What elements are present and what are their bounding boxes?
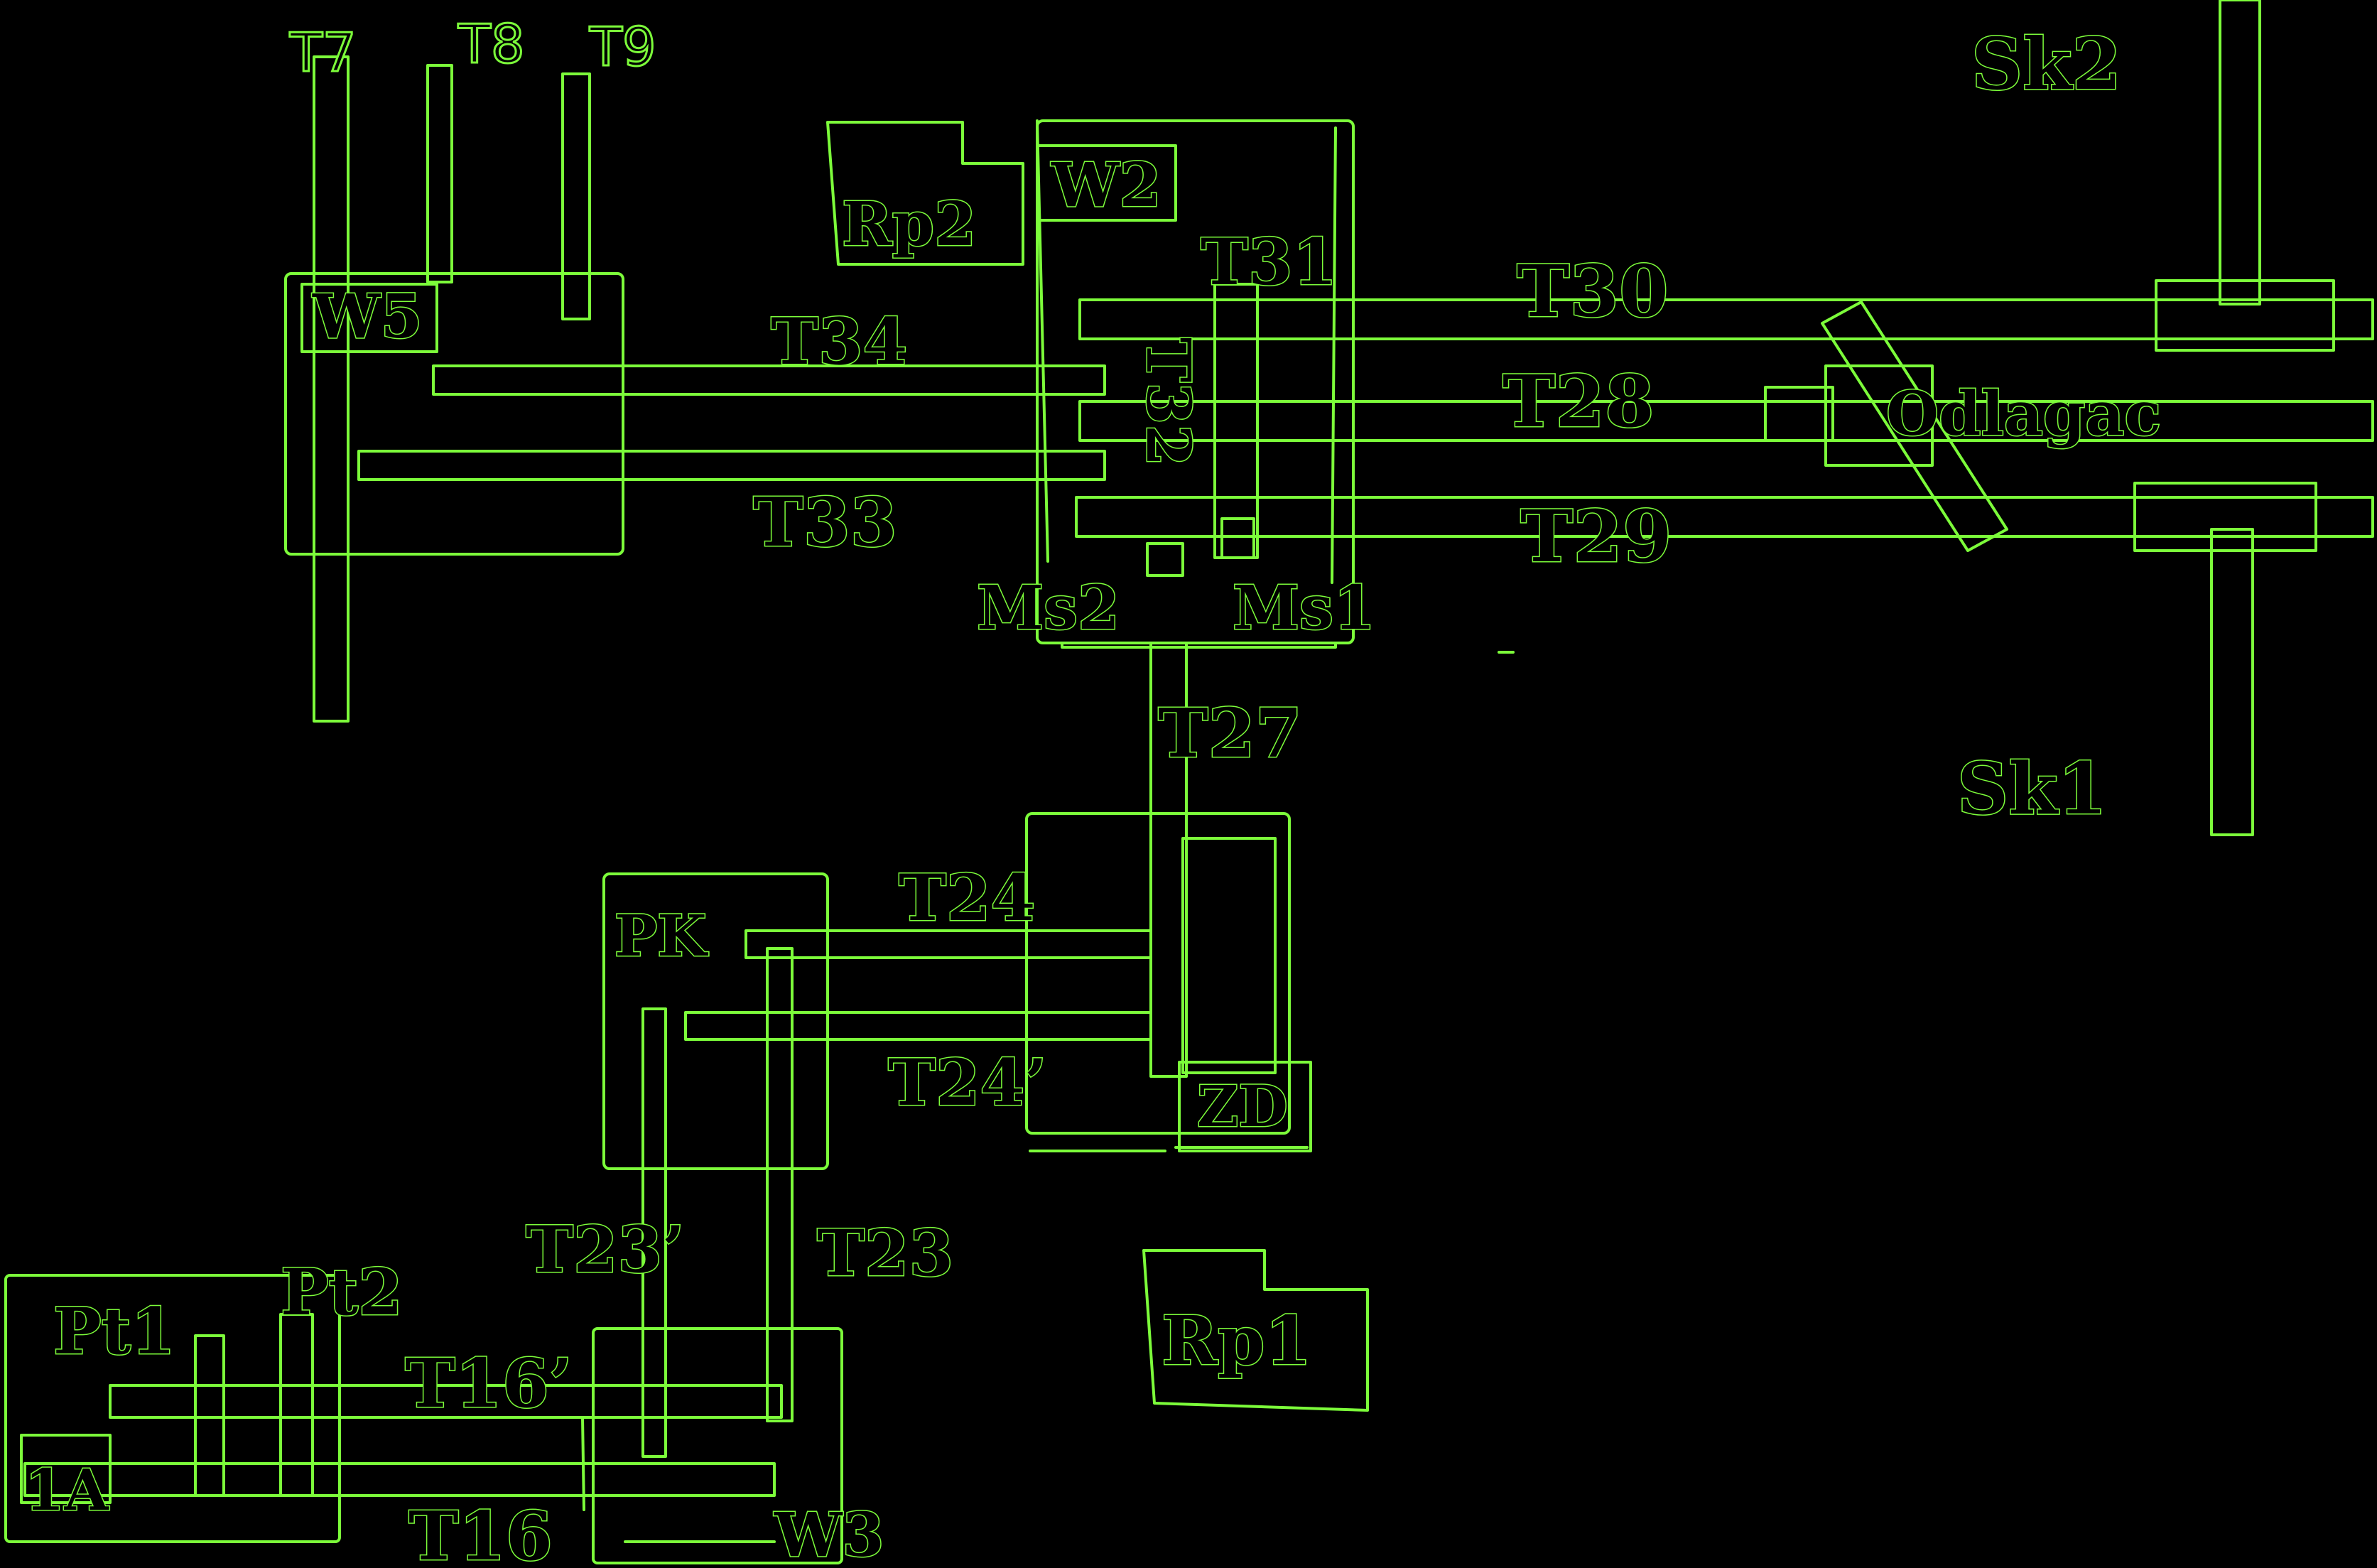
label-t31: T31 (1201, 225, 1337, 300)
label-t16: T16 (408, 1497, 553, 1568)
label-t8: T8 (457, 13, 525, 75)
conveyor-t8 (426, 64, 453, 283)
label-t9: T9 (589, 16, 656, 78)
label-t33: T33 (753, 483, 897, 562)
t32-foot (1146, 542, 1184, 577)
conveyor-t34 (432, 364, 1106, 396)
t28-head (1764, 386, 1834, 442)
ms2-rail (1036, 119, 1049, 563)
label-t28: T28 (1502, 359, 1655, 443)
w5-box (300, 283, 438, 353)
label-t24p: T24’ (888, 1045, 1047, 1120)
label-rp2: Rp2 (842, 189, 976, 260)
odlagac-base (1824, 364, 1934, 467)
label-pt1: Pt1 (53, 1294, 175, 1369)
conveyor-t23 (766, 947, 794, 1422)
conveyor-t9 (561, 72, 591, 320)
label-zd: ZD (1197, 1073, 1288, 1140)
zd-box (1178, 1061, 1312, 1152)
pk-unit (602, 872, 1152, 1458)
label-pk: PK (614, 902, 708, 969)
pt-frame (4, 1274, 341, 1543)
pt2-column (279, 1313, 314, 1497)
label-t23: T23 (817, 1216, 953, 1291)
label-t16p: T16’ (405, 1344, 573, 1423)
label-t30: T30 (1517, 249, 1669, 333)
zd-frame (1025, 812, 1291, 1135)
label-w5: W5 (312, 281, 423, 352)
labels: T7 T8 T9 Sk2 Rp2 W2 W5 T31 T30 T34 T32 T… (24, 12, 2162, 1568)
zd-inner (1181, 837, 1277, 1074)
conveyor-t33 (357, 450, 1106, 481)
label-w2: W2 (1051, 150, 1162, 221)
sk2-head (2155, 279, 2335, 352)
label-1a: 1A (25, 1456, 109, 1523)
conveyor-t30 (1078, 298, 2374, 340)
t31-column (1213, 283, 1259, 559)
label-ms1: Ms1 (1233, 573, 1375, 644)
w3-frame (592, 1327, 843, 1564)
label-sk2: Sk2 (1971, 22, 2121, 106)
label-rp1: Rp1 (1162, 1302, 1311, 1380)
label-ms2: Ms2 (977, 573, 1120, 644)
conveyor-t7 (313, 55, 350, 723)
sk1-head (2133, 482, 2317, 552)
sk2-arm (2219, 0, 2261, 306)
odlagac-boom (1821, 301, 2008, 552)
label-t23p: T23’ (526, 1212, 685, 1287)
t31-foot (1220, 517, 1255, 559)
conveyor-t24 (744, 929, 1152, 959)
ms1-rail (1331, 126, 1337, 584)
label-t7: T7 (289, 21, 357, 84)
conveyor-t29 (1075, 496, 2374, 538)
t16-joint (581, 1416, 585, 1511)
zd-unit (1025, 642, 1312, 1152)
main-conveyors (1075, 0, 2374, 836)
1a-box (20, 1434, 112, 1504)
conveyor-t16 (23, 1462, 776, 1497)
ms-base (1061, 642, 1337, 649)
label-t24: T24 (899, 860, 1035, 936)
pt-unit (4, 1274, 843, 1564)
sk1-arm (2210, 528, 2254, 836)
conveyor-t16p (109, 1384, 783, 1419)
conveyor-t24p (684, 1011, 1152, 1041)
rp2-w2-unit (826, 119, 1355, 649)
w5-housing (284, 272, 624, 556)
w5-unit (284, 55, 1106, 723)
label-odlagac: Odlagac (1886, 379, 2161, 450)
conveyor-t27 (1149, 642, 1188, 1078)
pk-frame (602, 872, 829, 1170)
label-t32: T32 (1132, 337, 1203, 467)
pt1-column (194, 1334, 225, 1497)
conveyor-t28 (1078, 400, 2374, 442)
label-t29: T29 (1520, 494, 1672, 578)
conveyor-t23p (641, 1007, 667, 1458)
label-w3: W3 (774, 1500, 884, 1568)
label-sk1: Sk1 (1957, 747, 2107, 831)
label-t27: T27 (1158, 694, 1302, 773)
label-pt2: Pt2 (281, 1255, 403, 1330)
rp1-outline (1142, 1249, 1369, 1412)
rp2-outline (826, 121, 1024, 266)
label-t34: T34 (771, 304, 907, 379)
